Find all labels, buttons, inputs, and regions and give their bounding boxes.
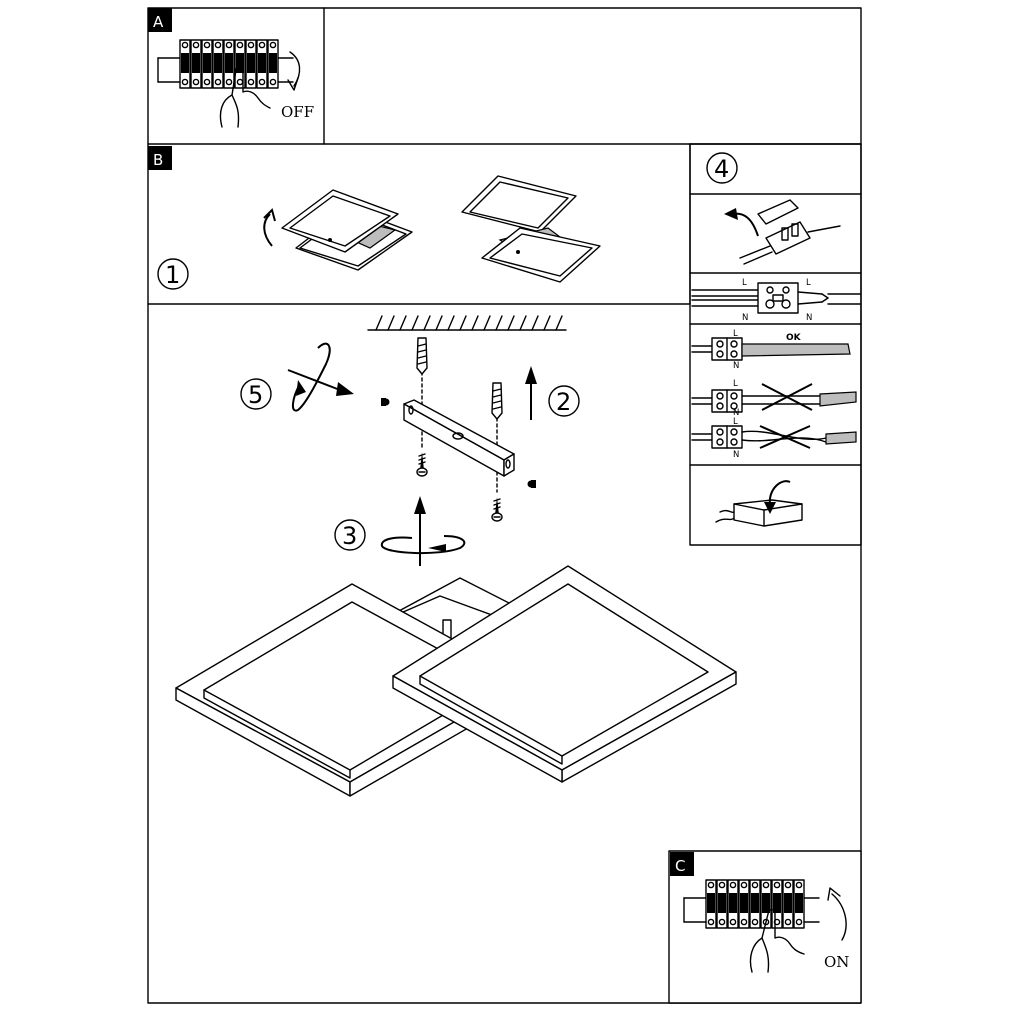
neutral-label: N [733,450,739,460]
step-1-label: 1 [165,261,180,289]
hand-icon [219,64,271,128]
live-label: L [742,278,747,288]
wiring-ok [691,337,851,361]
neutral-label: N [733,361,739,371]
step-3-label: 3 [342,522,357,550]
mounting-bracket [403,399,515,477]
ok-label: OK [786,333,802,343]
panel-4: 4 [691,152,861,527]
rotate-arrow-icon [768,480,791,507]
live-label: L [733,417,738,427]
lamp-unfolded [461,175,601,283]
cross-icon [761,383,813,411]
switch-on-label: ON [824,953,849,971]
step-4-label: 4 [714,155,729,183]
terminal-closed [715,499,803,527]
step-4-circle [706,152,738,184]
neutral-label: N [806,313,812,323]
rotate-arrow-icon [380,535,466,555]
lamp-folded [281,189,413,271]
ceiling-lamp [175,565,737,797]
up-arrow-icon [414,496,426,566]
up-arrow-icon [525,366,537,420]
screw-icon [527,480,536,488]
panel-a: A OFF [148,8,314,128]
step-5-circle [240,378,272,410]
panel-c-tag: C [675,857,685,875]
neutral-label: N [742,313,748,323]
step-2-label: 2 [556,388,571,416]
step-3-circle [334,519,366,551]
screw-icon [491,496,503,522]
live-label: L [733,329,738,339]
terminal-block [739,199,841,265]
live-label: L [733,379,738,389]
hand-icon [749,908,805,973]
wall-plug-icon [416,337,428,375]
panel-c-tag-box [670,852,694,876]
panel-b: B 1 [148,146,601,290]
screw-icon [416,451,428,477]
ceiling-hatch [367,315,567,331]
cross-icon [759,425,811,449]
wall-plug-icon [491,382,503,420]
rotate-arrow-icon [289,51,301,87]
panel-c: C ON [670,852,849,973]
step-1-circle [157,258,189,290]
rotate-arrow-icon [263,213,273,247]
rotate-arrow-icon [831,893,847,941]
panel-b-tag: B [153,151,163,169]
panel-a-tag: A [153,13,164,31]
wiring-wrong-1 [691,389,857,413]
wiring-diagram [691,282,861,314]
neutral-label: N [733,408,739,418]
wiring-wrong-2 [691,425,857,449]
live-label: L [806,278,811,288]
screw-icon [381,398,390,406]
panel-a-tag-box [148,8,172,32]
step-2-circle [548,385,580,417]
step-5-label: 5 [248,381,263,409]
panel-b-tag-box [148,146,172,170]
switch-off-label: OFF [281,103,314,121]
circuit-breaker-icon [158,40,293,88]
rotate-arrow-icon [287,342,354,412]
